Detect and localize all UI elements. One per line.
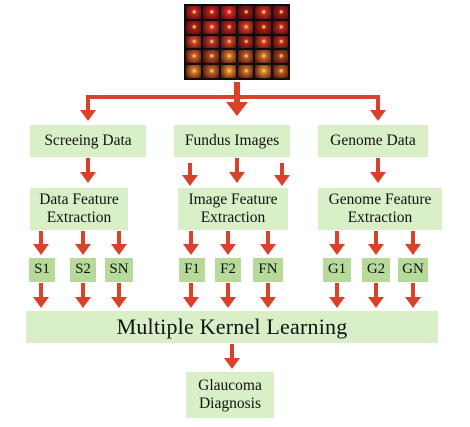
fundus-image-cell (255, 50, 271, 64)
screening-data-box: Screeing Data (30, 125, 146, 157)
feature-box-sn: SN (105, 258, 133, 282)
fundus-image-cell (220, 50, 236, 64)
arrow-head (183, 297, 199, 308)
genome-data-box: Genome Data (318, 125, 428, 157)
arrow-head (224, 358, 240, 369)
fundus-image-cell (272, 20, 288, 34)
arrow-head (405, 244, 421, 255)
arrow-head (368, 244, 384, 255)
fundus-image-cell (255, 35, 271, 49)
genome-feature-extraction-box: Genome Feature Extraction (318, 188, 442, 230)
fundus-image-cell (237, 6, 254, 19)
feature-box-gn: GN (398, 258, 428, 282)
arrow-head (75, 297, 91, 308)
arrow-head (329, 244, 345, 255)
arrow-head (220, 297, 236, 308)
arrow-head (226, 102, 248, 116)
image-feature-extraction-box: Image Feature Extraction (178, 188, 288, 230)
feature-box-g2: G2 (362, 258, 390, 282)
arrow-head (111, 244, 127, 255)
fundus-image-cell (220, 35, 236, 49)
fundus-image-cell (186, 6, 202, 19)
arrow-head (220, 244, 236, 255)
fundus-image-cell (186, 50, 202, 64)
fundus-image-cell (186, 65, 202, 78)
feature-box-g1: G1 (323, 258, 351, 282)
arrow-head (33, 297, 49, 308)
arrow-head (329, 297, 345, 308)
feature-box-s2: S2 (70, 258, 96, 282)
fundus-image-cell (203, 65, 219, 78)
arrow-head (229, 172, 245, 183)
fundus-image-cell (220, 20, 236, 34)
fundus-image-cell (237, 50, 254, 64)
multiple-kernel-learning-box: Multiple Kernel Learning (26, 311, 438, 343)
fundus-image-cell (203, 50, 219, 64)
arrow-head (274, 175, 290, 186)
fundus-image-grid (184, 4, 290, 80)
fundus-image-cell (272, 35, 288, 49)
fundus-image-cell (272, 65, 288, 78)
fundus-image-cell (220, 65, 236, 78)
fundus-image-cell (255, 20, 271, 34)
fundus-image-cell (186, 35, 202, 49)
arrow-head (370, 172, 386, 183)
feature-box-s1: S1 (29, 258, 55, 282)
arrow-head (80, 172, 96, 183)
fundus-image-cell (203, 6, 219, 19)
fundus-image-cell (220, 6, 236, 19)
fundus-image-cell (186, 20, 202, 34)
fundus-image-cell (272, 6, 288, 19)
arrow-head (260, 297, 276, 308)
feature-box-fn: FN (253, 258, 283, 282)
arrow-head (33, 244, 49, 255)
feature-box-f2: F2 (215, 258, 241, 282)
fundus-images-box: Fundus Images (174, 125, 290, 157)
fundus-image-cell (203, 35, 219, 49)
fundus-image-cell (272, 50, 288, 64)
feature-box-f1: F1 (179, 258, 205, 282)
arrow-head (111, 297, 127, 308)
arrow-head (368, 297, 384, 308)
arrow-head (183, 244, 199, 255)
arrow-head (405, 297, 421, 308)
arrow-head (370, 110, 386, 121)
fundus-image-cell (203, 20, 219, 34)
arrow-head (182, 175, 198, 186)
arrow-head (80, 110, 96, 121)
arrow-head (75, 244, 91, 255)
fundus-image-cell (255, 65, 271, 78)
fundus-image-cell (237, 65, 254, 78)
data-feature-extraction-box: Data Feature Extraction (30, 188, 128, 230)
fundus-image-cell (237, 35, 254, 49)
glaucoma-diagnosis-box: Glaucoma Diagnosis (186, 372, 274, 418)
arrow-head (260, 244, 276, 255)
fundus-image-cell (237, 20, 254, 34)
fundus-image-cell (255, 6, 271, 19)
